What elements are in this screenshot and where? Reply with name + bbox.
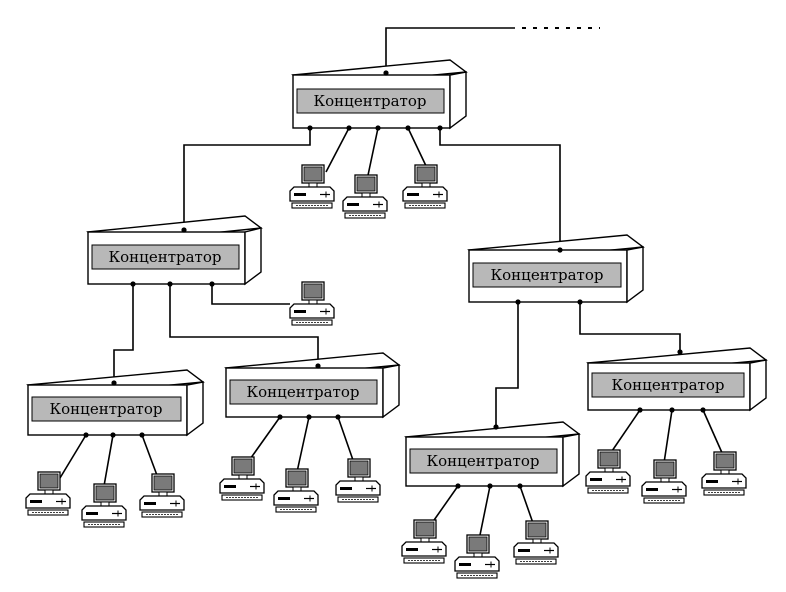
hub-right-right-label: Концентратор (612, 376, 725, 394)
hub-left-left: Концентратор (26, 369, 205, 438)
workstation-icon (335, 458, 381, 503)
workstation-icon (401, 519, 447, 564)
workstation-icon (289, 281, 335, 326)
hub-left-right: Концентратор (224, 352, 401, 420)
hub-root: Концентратор (291, 59, 468, 131)
workstation-icon (402, 164, 448, 209)
workstation-icon (513, 520, 559, 565)
hub-root-label: Концентратор (314, 92, 427, 110)
hub-right-left-label: Концентратор (427, 452, 540, 470)
hub-right-left: Концентратор (404, 421, 581, 489)
hub-left-mid: Концентратор (86, 215, 263, 287)
hub-right-right: Концентратор (586, 347, 768, 413)
workstation-icon (81, 483, 127, 528)
hub-left-right-label: Концентратор (247, 383, 360, 401)
hub-right-mid-label: Концентратор (491, 266, 604, 284)
hub-left-mid-label: Концентратор (109, 248, 222, 266)
workstation-icon (289, 164, 335, 209)
workstation-icon (454, 534, 500, 579)
workstation-icon (139, 473, 185, 518)
connection-lines (59, 27, 724, 541)
hub-right-mid: Концентратор (467, 234, 645, 305)
workstation-icon (701, 451, 747, 496)
workstation-icon (641, 459, 687, 504)
workstation-icon (25, 471, 71, 516)
workstation-icon (273, 468, 319, 513)
workstation-icon (585, 449, 631, 494)
workstation-icon (342, 174, 388, 219)
hub-left-left-label: Концентратор (50, 400, 163, 418)
workstation-icon (219, 456, 265, 501)
